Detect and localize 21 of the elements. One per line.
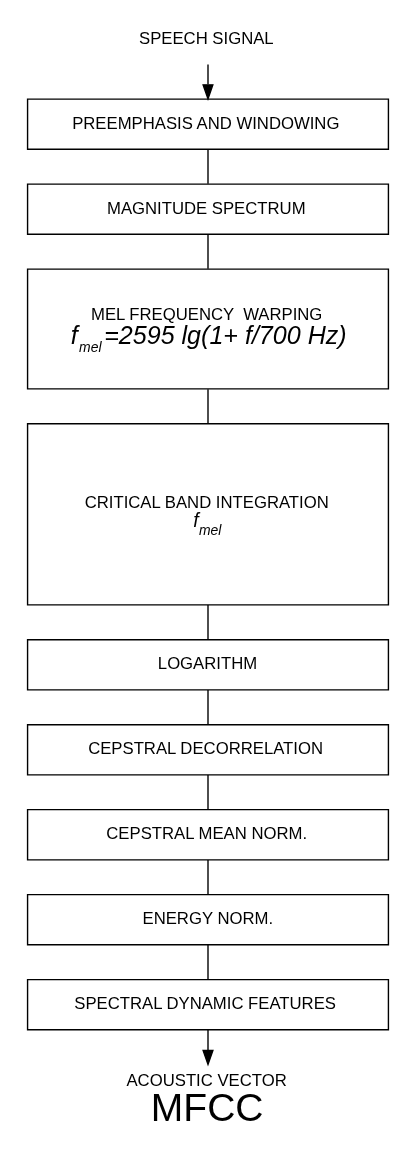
node-text: ACOUSTIC VECTOR MFCC: [125, 1071, 287, 1129]
node-box: ENERGY NORM.: [26, 893, 389, 946]
connector: [206, 388, 209, 425]
connector: [206, 148, 209, 185]
node-box: SPECTRAL DYNAMIC FEATURES: [26, 978, 389, 1031]
connector: [206, 944, 209, 981]
arrow: [201, 63, 214, 101]
connector: [206, 234, 209, 270]
connector: [206, 774, 209, 811]
node-box: MEL FREQUENCY WARPING f$_{mel}$=2595 lg(1+ f/700 Hz): [26, 268, 389, 390]
node-box: MAGNITUDE SPECTRUM: [26, 183, 389, 235]
node-box: CEPSTRAL MEAN NORM.: [26, 808, 389, 861]
node-box: LOGARITHM: [26, 639, 389, 691]
node-text: SPEECH SIGNAL: [138, 28, 274, 48]
connector: [206, 604, 209, 641]
arrow: [201, 1029, 214, 1067]
node-box: CRITICAL BAND INTEGRATION f$_{mel}$: [26, 423, 389, 606]
connector: [206, 859, 209, 896]
node-box: PREEMPHASIS AND WINDOWING: [26, 98, 389, 150]
node-box: CEPSTRAL DECORRELATION: [26, 724, 389, 776]
connector: [206, 689, 209, 726]
